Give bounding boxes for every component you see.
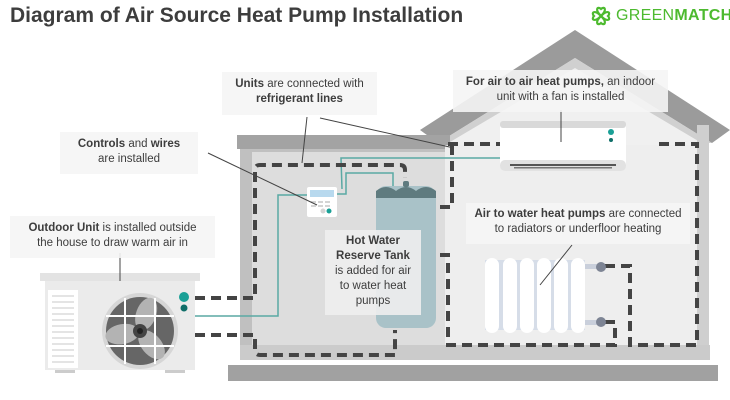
label-air-to-water: Air to water heat pumps are connected to… — [466, 203, 690, 244]
logo-text: GREENMATCH — [616, 7, 730, 24]
outdoor-unit — [40, 273, 200, 373]
indoor-ac-unit — [500, 121, 626, 171]
floor-slab — [240, 345, 710, 360]
clover-icon — [591, 6, 611, 26]
label-outdoor-unit: Outdoor Unit is installed outside the ho… — [10, 216, 215, 258]
heating-pipes — [195, 142, 699, 357]
ground — [228, 365, 718, 381]
label-hot-water-tank: Hot Water Reserve Tank is added for air … — [325, 230, 421, 315]
greenmatch-logo: GREENMATCH — [590, 5, 730, 27]
label-units-refrigerant: Units are connected with refrigerant lin… — [222, 72, 377, 115]
extension-roof — [237, 135, 450, 149]
leader-lines — [119, 110, 573, 286]
label-controls: Controls and wires are installed — [60, 132, 198, 174]
label-air-to-air: For air to air heat pumps, an indoor uni… — [453, 70, 668, 112]
radiator — [485, 258, 606, 333]
thermostat-control — [307, 187, 337, 217]
house-right-wall — [697, 125, 709, 360]
page-title: Diagram of Air Source Heat Pump Installa… — [10, 4, 464, 27]
fan-blades — [105, 297, 165, 360]
